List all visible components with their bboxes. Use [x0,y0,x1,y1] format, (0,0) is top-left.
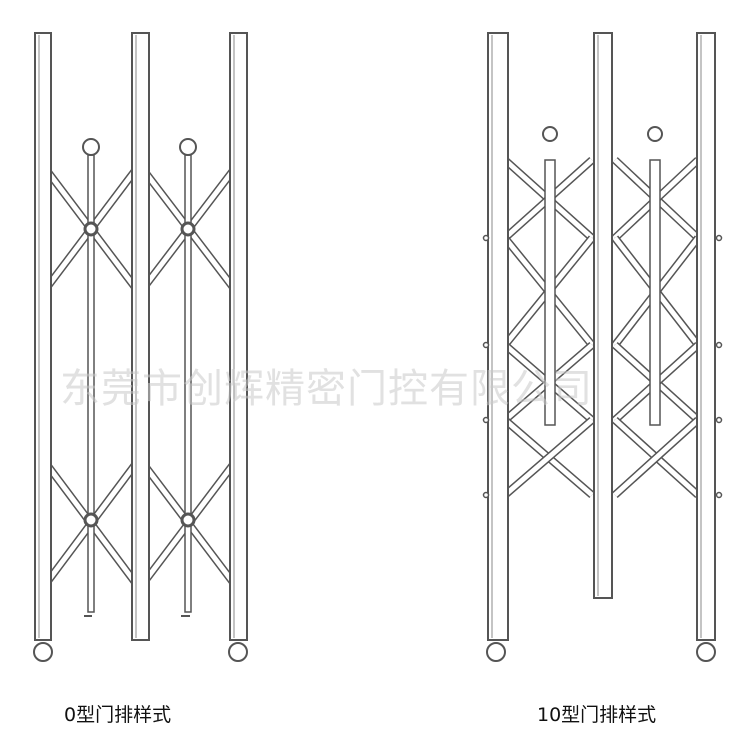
left-post-1 [34,32,52,641]
right-pin-left-1 [482,341,490,349]
right-post-2 [593,32,613,599]
right-wheel-1 [486,642,506,662]
right-pin-left-2 [482,416,490,424]
right-pin-right-0 [715,234,723,242]
left-rod-2-top-knob [179,138,197,156]
caption-type-0: 0型门排样式 [64,704,172,726]
right-pin-left-3 [482,491,490,499]
left-wheel-1 [33,642,53,662]
left-wheel-3 [228,642,248,662]
right-pin-right-3 [715,491,723,499]
right-pin-right-2 [715,416,723,424]
left-hinge-1-upper [83,221,99,237]
company-watermark: 东莞市创辉精密门控有限公司 [60,366,593,412]
right-rod-2 [649,159,661,426]
right-pin-right-1 [715,341,723,349]
right-brace-1-3-b-fill [613,418,700,497]
right-rod-2-top-knob [647,126,663,142]
type-10-gate-drawing [482,32,723,662]
left-post-3 [229,32,248,641]
left-hinge-1-lower [83,512,99,528]
caption-type-10: 10型门排样式 [537,704,657,726]
right-wheel-3 [696,642,716,662]
left-rod-1-top-knob [82,138,100,156]
right-post-3 [696,32,716,641]
type-0-gate-drawing [33,32,248,662]
right-brace-0-3-b-fill [503,418,594,497]
left-post-2 [131,32,150,641]
left-hinge-2-lower [180,512,196,528]
right-post-1 [487,32,509,641]
right-pin-left-0 [482,234,490,242]
right-rod-1 [544,159,556,426]
right-rod-1-top-knob [542,126,558,142]
left-hinge-2-upper [180,221,196,237]
